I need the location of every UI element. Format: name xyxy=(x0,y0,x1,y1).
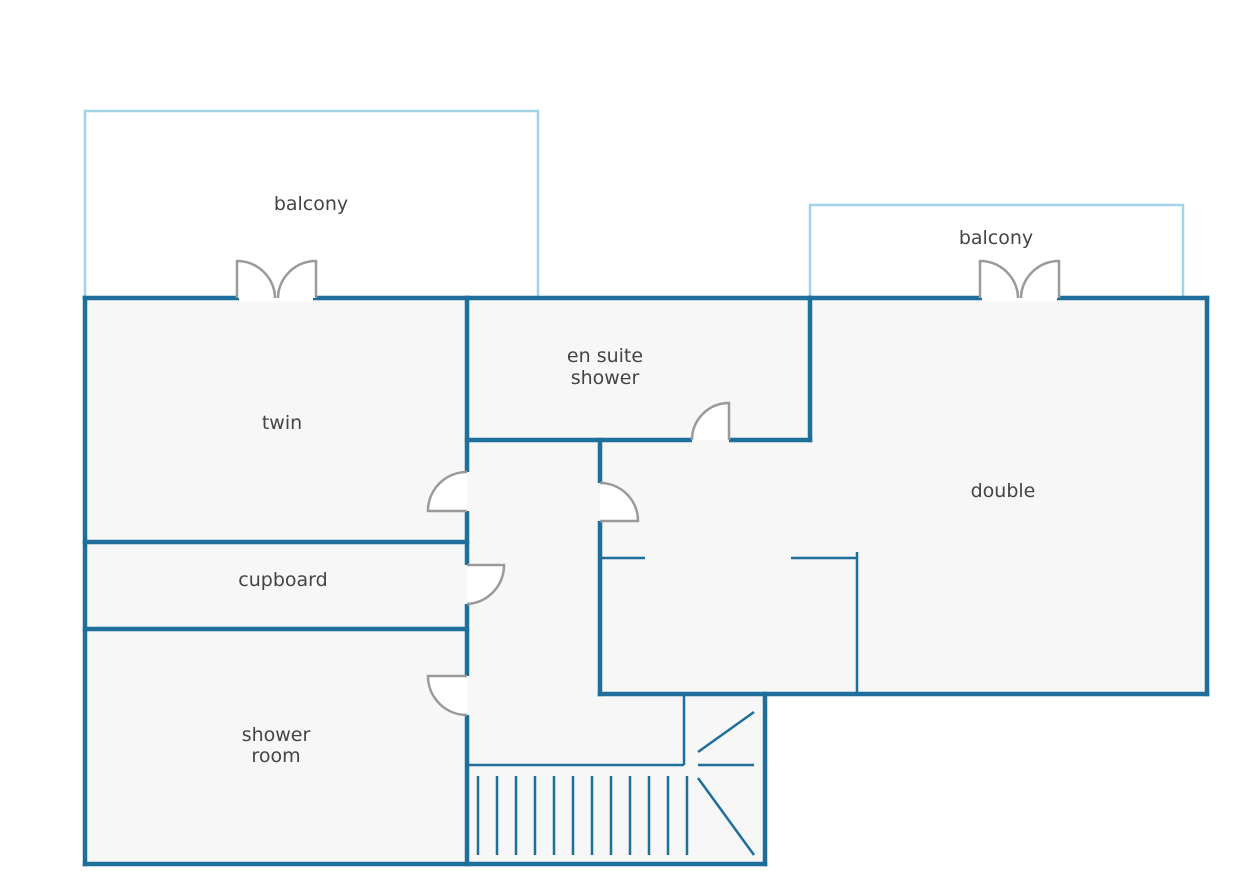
balcony-right-outline xyxy=(808,203,1185,298)
label-balcony-right: balcony xyxy=(959,227,1033,249)
label-en-suite-line2: shower xyxy=(571,367,640,389)
door-twin-balcony xyxy=(235,259,318,302)
door-shower-room xyxy=(426,674,471,717)
thin-partitions xyxy=(467,552,859,767)
label-twin: twin xyxy=(262,412,302,434)
door-double-balcony xyxy=(978,259,1061,302)
balcony-left-outline xyxy=(83,109,540,298)
door-double xyxy=(596,481,640,523)
room-labels: balcony balcony en suite shower twin dou… xyxy=(238,193,1035,767)
label-balcony-left: balcony xyxy=(274,193,348,215)
room-fills xyxy=(85,298,1207,865)
label-en-suite-line1: en suite xyxy=(567,345,643,367)
staircase xyxy=(476,710,756,856)
door-en-suite xyxy=(690,401,731,444)
label-shower-room-line1: shower xyxy=(242,724,311,746)
label-double: double xyxy=(971,480,1036,502)
door-twin xyxy=(426,470,471,513)
label-shower-room-line2: room xyxy=(251,745,300,767)
label-cupboard: cupboard xyxy=(238,569,327,591)
door-cupboard xyxy=(463,563,506,606)
